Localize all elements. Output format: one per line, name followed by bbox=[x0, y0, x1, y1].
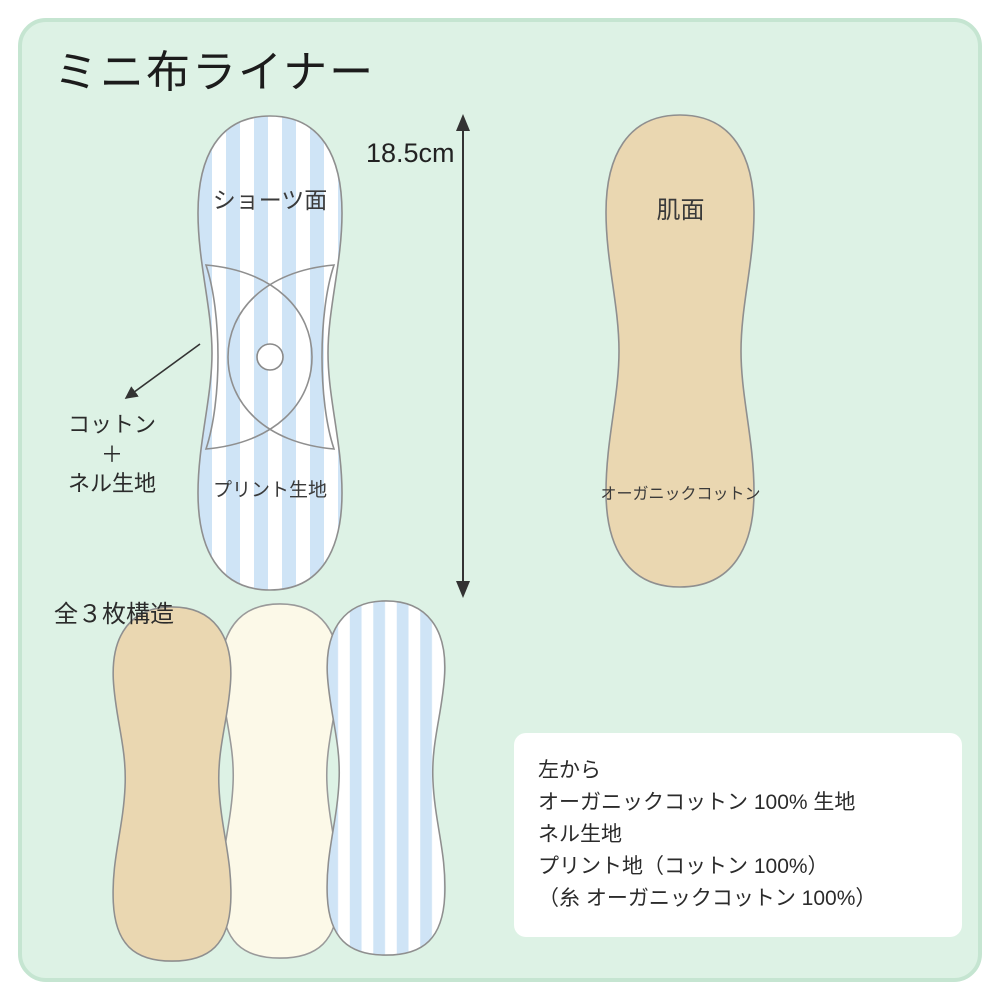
callout-label: コットン ＋ ネル生地 bbox=[44, 410, 180, 499]
page-title: ミニ布ライナー bbox=[54, 48, 376, 97]
layers-heading: 全３枚構造 bbox=[54, 601, 174, 628]
callout-arrow-icon bbox=[124, 343, 201, 399]
measurement-label: 18.5cm bbox=[366, 138, 455, 168]
info-line: 左から bbox=[538, 759, 601, 782]
info-line: オーガニックコットン 100% 生地 bbox=[538, 790, 856, 814]
info-line: （糸 オーガニックコットン 100%） bbox=[538, 886, 877, 910]
callout-line: ネル生地 bbox=[67, 471, 156, 497]
measurement-arrow-icon bbox=[456, 114, 470, 598]
callout-line: ＋ bbox=[100, 441, 123, 467]
callout-line: コットン bbox=[67, 412, 156, 437]
info-line: プリント地（コットン 100%） bbox=[538, 854, 829, 878]
info-box: 左から オーガニックコットン 100% 生地 ネル生地 プリント地（コットン 1… bbox=[514, 733, 962, 937]
info-line: ネル生地 bbox=[538, 822, 622, 846]
layer-pad-print bbox=[302, 597, 470, 959]
layer-pad-organic-cotton bbox=[88, 603, 256, 965]
